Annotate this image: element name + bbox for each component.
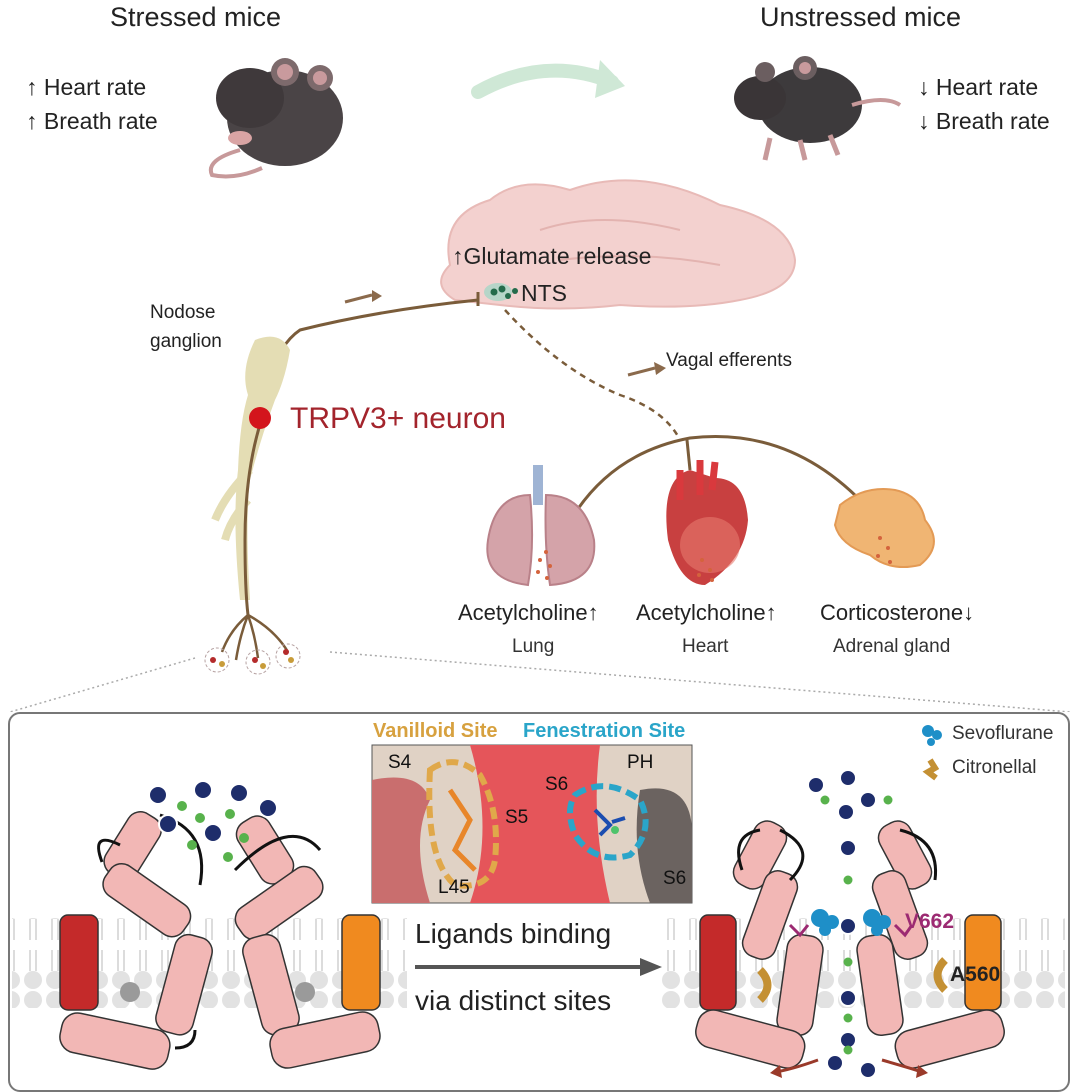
channel-mechanism-illustration — [12, 725, 1065, 1079]
up-arrow-icon: ↑ — [452, 243, 464, 269]
vagal-efferents-label: Vagal efferents — [666, 350, 793, 371]
unstressed-mice-title: Unstressed mice — [760, 2, 962, 32]
closed-channel — [59, 780, 381, 1070]
ligands-binding-label: Ligands binding — [415, 918, 612, 949]
down-arrow-icon: ↓ — [918, 108, 930, 134]
heart-label: Heart — [682, 636, 729, 657]
legend-sevoflurane: Sevoflurane — [952, 723, 1054, 744]
unstressed-heart-rate: ↓ Heart rate — [918, 74, 1039, 100]
v662-label: V662 — [905, 910, 955, 933]
stressed-mice-title: Stressed mice — [110, 2, 282, 32]
citronellal-icon — [922, 758, 940, 781]
s6-lower-label: S6 — [663, 868, 687, 889]
up-arrow-icon: ↑ — [765, 600, 777, 625]
ph-label: PH — [627, 752, 654, 773]
down-arrow-icon: ↓ — [963, 600, 975, 625]
glutamate-release-label: ↑Glutamate release — [452, 243, 652, 269]
open-channel — [695, 769, 1005, 1079]
s4-label: S4 — [388, 752, 412, 773]
down-arrow-icon: ↓ — [918, 74, 930, 100]
adrenal-gland-icon — [833, 488, 935, 568]
a560-label: A560 — [950, 963, 1001, 986]
legend-citronellal: Citronellal — [952, 757, 1037, 778]
stressed-heart-rate: ↑ Heart rate — [26, 74, 147, 100]
brain-icon — [440, 179, 797, 310]
heart-effect-label: Acetylcholine↑ — [636, 600, 777, 625]
sevoflurane-icon — [922, 725, 942, 746]
lung-effect-label: Acetylcholine↑ — [458, 600, 599, 625]
up-arrow-icon: ↑ — [26, 74, 38, 100]
unstressed-breath-rate: ↓ Breath rate — [918, 108, 1050, 134]
nodose-ganglion-label: Nodose ganglion — [150, 302, 222, 352]
transition-arrow-icon — [471, 63, 619, 99]
up-arrow-icon: ↑ — [587, 600, 599, 625]
pathway-illustration — [9, 56, 1071, 712]
binding-site-structure — [371, 744, 693, 904]
trpv3-neuron-icon — [249, 407, 271, 429]
distinct-sites-label: via distinct sites — [415, 985, 612, 1016]
unstressed-mouse-icon — [734, 56, 902, 161]
trpv3-neuron-label: TRPV3+ neuron — [290, 402, 506, 435]
vanilloid-site-label: Vanilloid Site — [373, 720, 498, 742]
up-arrow-icon: ↑ — [26, 108, 38, 134]
lung-label: Lung — [512, 636, 555, 657]
adrenal-gland-label: Adrenal gland — [833, 636, 951, 657]
lung-icon — [486, 465, 596, 587]
fenestration-site-label: Fenestration Site — [523, 720, 686, 742]
s5-label: S5 — [505, 807, 529, 828]
adrenal-effect-label: Corticosterone↓ — [820, 600, 975, 625]
stressed-breath-rate: ↑ Breath rate — [26, 108, 158, 134]
nts-label: NTS — [521, 280, 567, 306]
stressed-mouse-icon — [208, 58, 343, 179]
l45-label: L45 — [438, 877, 470, 898]
heart-icon — [666, 460, 748, 585]
s6-label: S6 — [545, 774, 569, 795]
